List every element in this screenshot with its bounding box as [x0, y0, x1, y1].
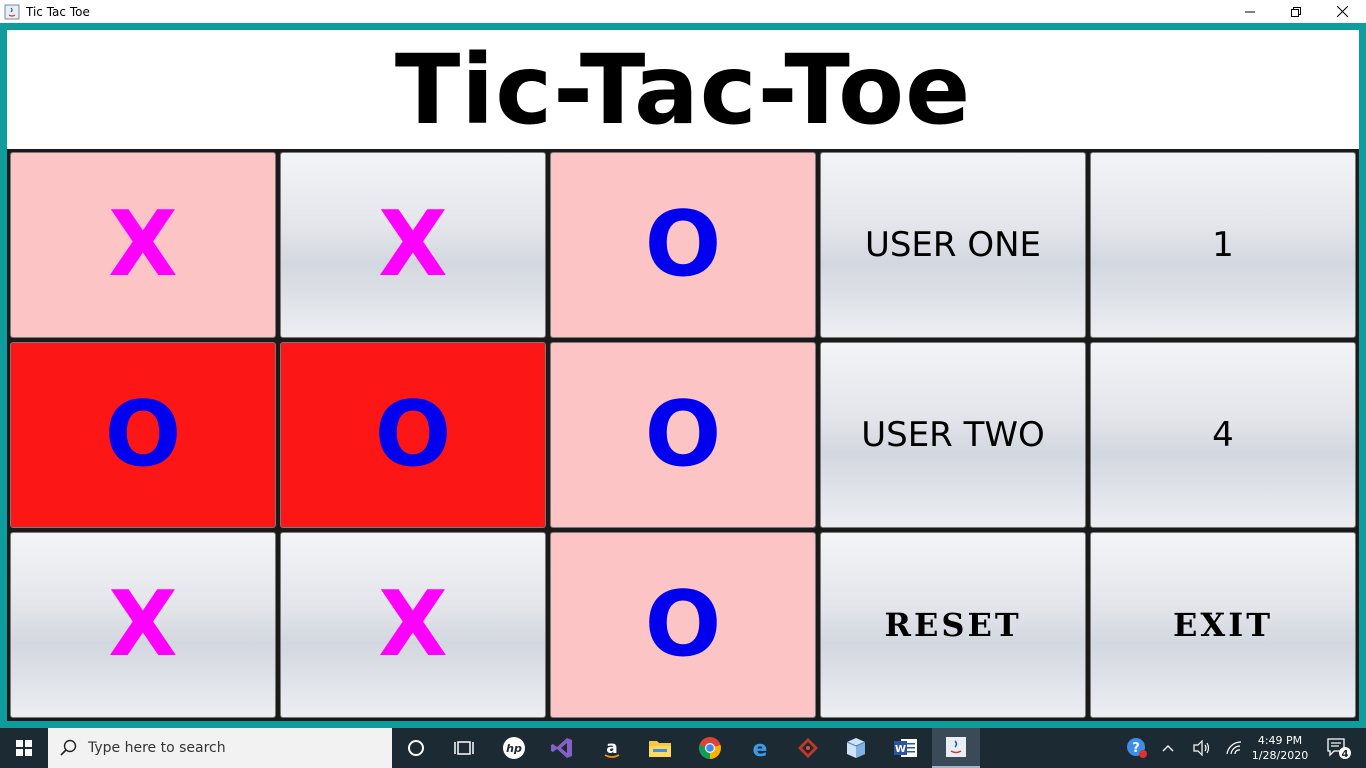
git-icon — [798, 738, 818, 758]
clock-date: 1/28/2020 — [1251, 749, 1309, 762]
board-cell-2-2[interactable]: O — [280, 342, 546, 528]
board-cell-2-3[interactable]: O — [550, 342, 816, 528]
task-view-icon — [454, 741, 474, 755]
cell-mark: O — [644, 382, 722, 487]
svg-text:a: a — [606, 738, 617, 758]
user-two-score-value: 4 — [1212, 415, 1234, 455]
search-icon — [60, 739, 77, 756]
board-cell-3-2[interactable]: X — [280, 532, 546, 718]
task-view-button[interactable] — [440, 728, 488, 768]
start-button[interactable] — [0, 728, 48, 768]
notification-icon: 4 — [1327, 738, 1351, 760]
board-cell-2-1[interactable]: O — [10, 342, 276, 528]
cell-mark: O — [644, 192, 722, 297]
cell-mark: O — [644, 572, 722, 677]
user-one-score-value: 1 — [1212, 225, 1234, 265]
reset-button[interactable]: RESET — [820, 532, 1086, 718]
search-placeholder: Type here to search — [88, 740, 226, 756]
java-icon — [4, 4, 20, 19]
word-button[interactable]: W — [882, 728, 930, 768]
volume-icon — [1193, 740, 1210, 756]
user-two-label: USER TWO — [861, 415, 1045, 455]
hp-icon: hp — [503, 737, 525, 759]
show-hidden-icons-button[interactable] — [1158, 728, 1178, 768]
notification-count: 4 — [1342, 749, 1349, 760]
cell-mark: X — [108, 572, 178, 677]
volume-button[interactable] — [1190, 728, 1214, 768]
chrome-button[interactable] — [686, 728, 734, 768]
reset-label: RESET — [884, 606, 1022, 644]
game-grid: X X O USER ONE 1 O O O — [7, 149, 1359, 721]
cell-mark: O — [104, 382, 182, 487]
content-panel: Tic-Tac-Toe X X O USER ONE 1 O — [7, 30, 1359, 721]
network-button[interactable] — [1222, 728, 1246, 768]
java-icon — [946, 737, 966, 757]
page-title: Tic-Tac-Toe — [394, 33, 972, 146]
system-clock[interactable]: 4:49 PM 1/28/2020 — [1248, 728, 1312, 768]
board-cell-1-3[interactable]: O — [550, 152, 816, 338]
restore-icon — [1291, 6, 1301, 17]
user-two-button[interactable]: USER TWO — [820, 342, 1086, 528]
file-explorer-button[interactable] — [636, 728, 684, 768]
cell-mark: X — [108, 192, 178, 297]
windows-icon — [16, 740, 32, 756]
amazon-icon: a — [601, 737, 623, 759]
help-icon: ? — [1127, 738, 1147, 758]
minimize-button[interactable] — [1227, 0, 1273, 23]
close-button[interactable] — [1319, 0, 1365, 23]
chrome-icon — [699, 737, 721, 759]
taskbar-search[interactable]: Type here to search — [48, 728, 392, 768]
cell-mark: X — [378, 192, 448, 297]
java-app-button[interactable] — [932, 728, 980, 768]
user-one-score[interactable]: 1 — [1090, 152, 1356, 338]
git-button[interactable] — [784, 728, 832, 768]
hp-app-button[interactable]: hp — [490, 728, 538, 768]
chevron-up-icon — [1162, 745, 1174, 752]
cortana-icon — [408, 740, 424, 756]
edge-icon: e — [753, 737, 768, 760]
visual-studio-button[interactable] — [538, 728, 586, 768]
help-tray-button[interactable]: ? — [1124, 728, 1150, 768]
svg-text:hp: hp — [506, 742, 522, 755]
word-icon: W — [894, 739, 917, 757]
minimize-icon — [1245, 11, 1255, 12]
board-cell-3-3[interactable]: O — [550, 532, 816, 718]
exit-button[interactable]: EXIT — [1090, 532, 1356, 718]
board-cell-1-2[interactable]: X — [280, 152, 546, 338]
svg-text:e: e — [753, 737, 768, 760]
user-one-label: USER ONE — [864, 225, 1042, 265]
clock-time: 4:49 PM — [1257, 734, 1303, 747]
user-one-button[interactable]: USER ONE — [820, 152, 1086, 338]
file-explorer-icon — [649, 741, 671, 757]
board-cell-1-1[interactable]: X — [10, 152, 276, 338]
svg-text:?: ? — [1132, 741, 1140, 756]
board-cell-3-1[interactable]: X — [10, 532, 276, 718]
window-title: Tic Tac Toe — [26, 4, 90, 19]
box-app-button[interactable] — [832, 728, 880, 768]
app-frame: Tic-Tac-Toe X X O USER ONE 1 O — [0, 23, 1366, 728]
edge-button[interactable]: e — [736, 728, 784, 768]
cell-mark: X — [378, 572, 448, 677]
user-two-score[interactable]: 4 — [1090, 342, 1356, 528]
action-center-button[interactable]: 4 — [1318, 728, 1358, 768]
wifi-icon — [1226, 741, 1242, 755]
exit-label: EXIT — [1173, 606, 1273, 644]
close-icon — [1336, 6, 1348, 17]
visual-studio-icon — [551, 738, 572, 758]
amazon-button[interactable]: a — [588, 728, 636, 768]
window-title-bar: Tic Tac Toe — [0, 0, 1366, 23]
restore-button[interactable] — [1273, 0, 1319, 23]
svg-text:W: W — [895, 744, 906, 755]
cortana-button[interactable] — [392, 728, 440, 768]
box-icon — [846, 738, 866, 758]
taskbar: Type here to search hp a — [0, 728, 1366, 768]
cell-mark: O — [374, 382, 452, 487]
header-panel: Tic-Tac-Toe — [7, 30, 1359, 149]
